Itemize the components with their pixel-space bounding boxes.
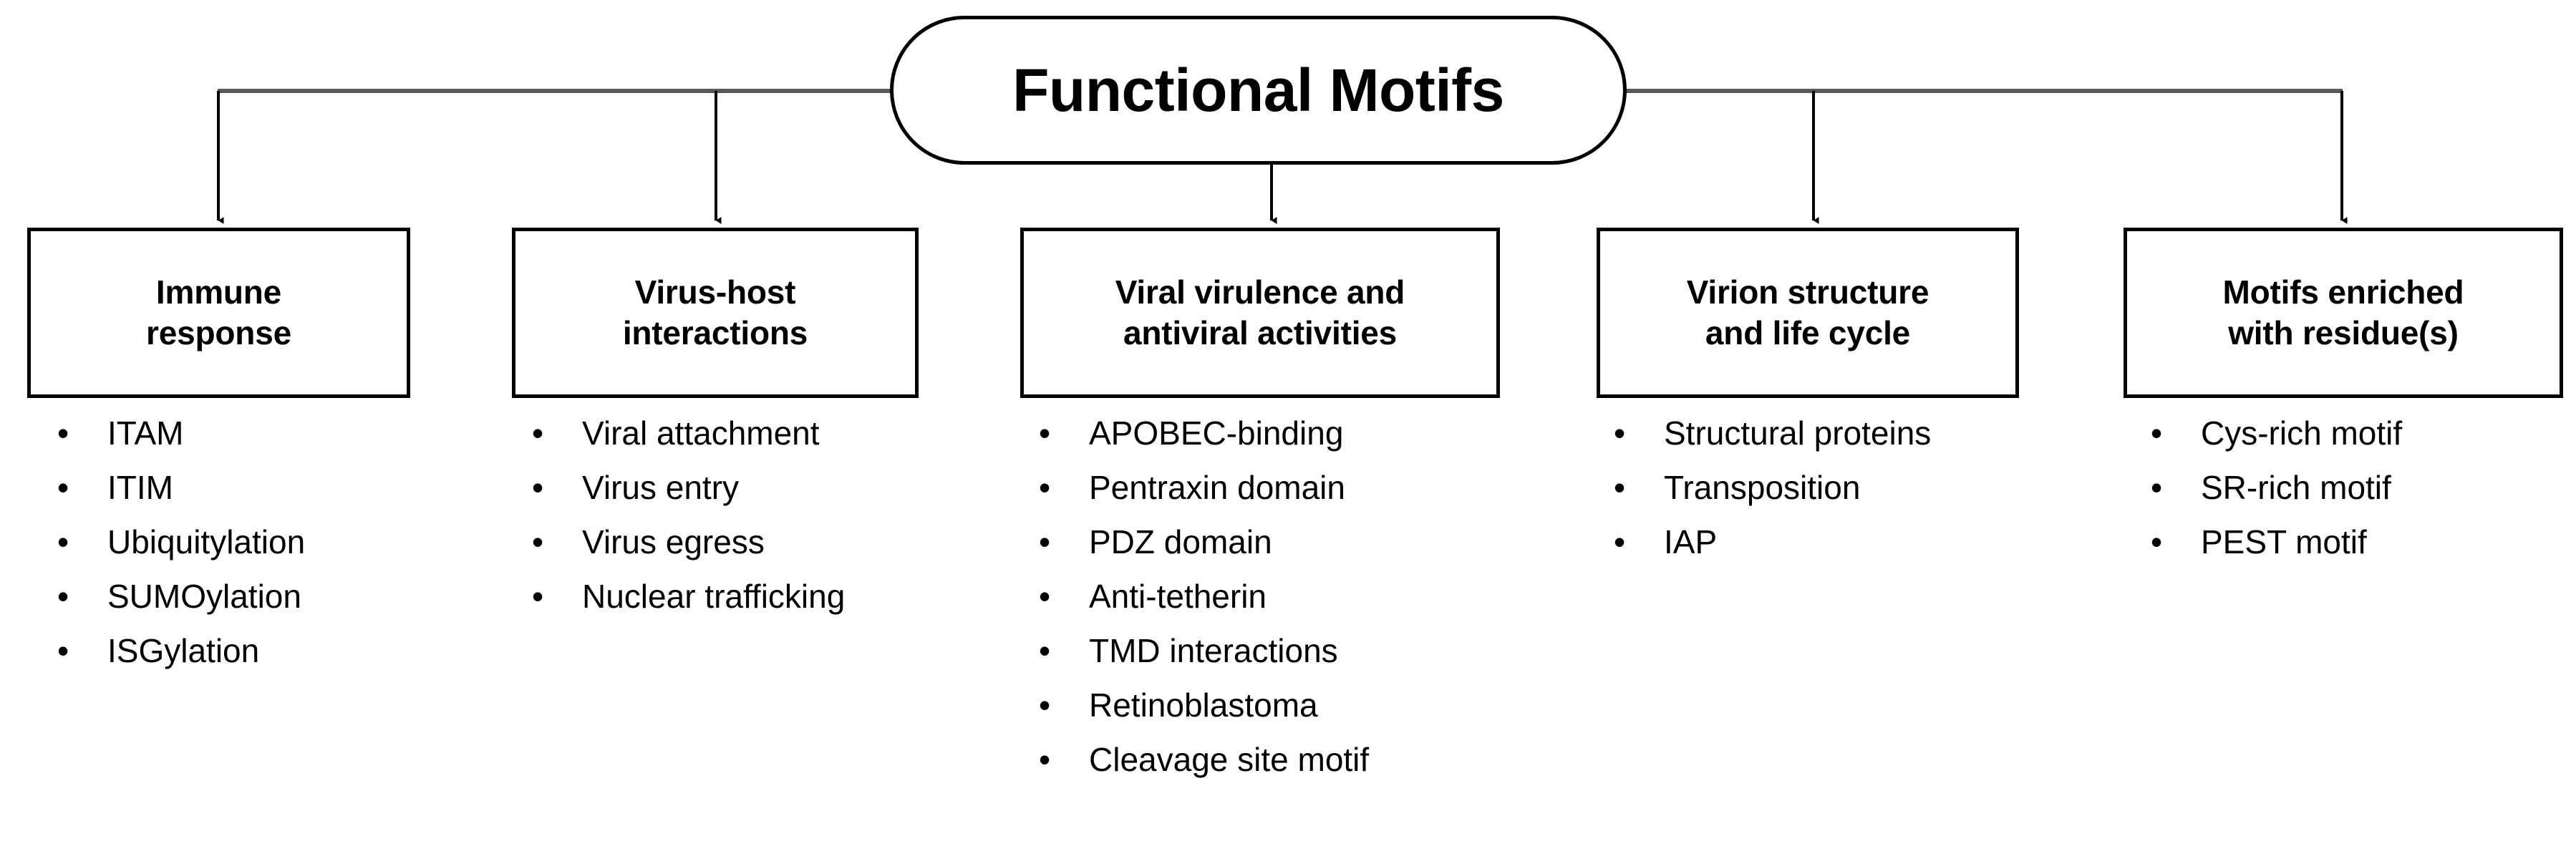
list-item[interactable]: • Anti-tetherin — [1039, 580, 1369, 634]
list-item[interactable]: • Cys-rich motif — [2151, 417, 2402, 471]
list-item-label: IAP — [1664, 523, 1718, 560]
list-item[interactable]: • APOBEC-binding — [1039, 417, 1369, 471]
list-item-label: Cleavage site motif — [1089, 741, 1370, 778]
list-item[interactable]: • Retinoblastoma — [1039, 689, 1369, 743]
list-item-label: Transposition — [1664, 469, 1861, 506]
bullet-list-motifs-enriched: • Cys-rich motif • SR-rich motif • PEST … — [2151, 417, 2402, 580]
bullet-icon: • — [1039, 469, 1051, 506]
category-title-virus-host-interactions: Virus-host interactions — [623, 272, 808, 354]
bullet-list-virus-host-interactions: • Viral attachment • Virus entry • Virus… — [532, 417, 845, 634]
bullet-icon: • — [1614, 414, 1626, 452]
list-item[interactable]: • ITIM — [57, 471, 305, 525]
list-item[interactable]: • ITAM — [57, 417, 305, 471]
list-item-label: Structural proteins — [1664, 414, 1932, 452]
list-item[interactable]: • Transposition — [1614, 471, 1931, 525]
category-box-motifs-enriched[interactable]: Motifs enriched with residue(s) — [2124, 228, 2563, 398]
list-item[interactable]: • Virus entry — [532, 471, 845, 525]
bullet-icon: • — [532, 469, 544, 506]
category-title-line1: Immune — [155, 273, 282, 311]
category-column-virus-host-interactions: Virus-host interactions • Viral attachme… — [512, 228, 919, 613]
list-item[interactable]: • Pentraxin domain — [1039, 471, 1369, 525]
bullet-icon: • — [532, 578, 544, 615]
bullet-icon: • — [532, 414, 544, 452]
list-item-label: Anti-tetherin — [1089, 578, 1267, 615]
bullet-icon: • — [532, 523, 544, 560]
list-item-label: Ubiquitylation — [107, 523, 306, 560]
list-item-label: TMD interactions — [1089, 632, 1338, 669]
list-item-label: Virus entry — [582, 469, 740, 506]
list-item[interactable]: • ISGylation — [57, 634, 305, 689]
list-item[interactable]: • IAP — [1614, 525, 1931, 580]
category-title-virion-structure: Virion structure and life cycle — [1687, 272, 1929, 354]
category-column-immune-response: Immune response • ITAM • ITIM • Ubiquity… — [27, 228, 410, 667]
list-item-label: APOBEC-binding — [1089, 414, 1344, 452]
category-title-line2: and life cycle — [1705, 314, 1911, 351]
list-item[interactable]: • SUMOylation — [57, 580, 305, 634]
bullet-icon: • — [1039, 741, 1051, 778]
category-box-virus-host-interactions[interactable]: Virus-host interactions — [512, 228, 919, 398]
list-item[interactable]: • Ubiquitylation — [57, 525, 305, 580]
list-item-label: Nuclear trafficking — [582, 578, 846, 615]
list-item-label: PDZ domain — [1089, 523, 1272, 560]
category-box-virion-structure[interactable]: Virion structure and life cycle — [1597, 228, 2019, 398]
list-item[interactable]: • PDZ domain — [1039, 525, 1369, 580]
bullet-icon: • — [1039, 523, 1051, 560]
list-item[interactable]: • SR-rich motif — [2151, 471, 2402, 525]
list-item-label: Virus egress — [582, 523, 765, 560]
category-column-viral-virulence: Viral virulence and antiviral activities… — [1020, 228, 1500, 776]
bullet-icon: • — [2151, 469, 2163, 506]
root-node[interactable]: Functional Motifs — [890, 16, 1627, 165]
category-column-virion-structure: Virion structure and life cycle • Struct… — [1597, 228, 2019, 558]
category-title-viral-virulence: Viral virulence and antiviral activities — [1115, 272, 1405, 354]
list-item-label: PEST motif — [2201, 523, 2367, 560]
bullet-icon: • — [1039, 414, 1051, 452]
bullet-icon: • — [57, 578, 69, 615]
list-item-label: Viral attachment — [582, 414, 820, 452]
category-title-line1: Virus-host — [634, 273, 796, 311]
bullet-icon: • — [1039, 632, 1051, 669]
category-title-immune-response: Immune response — [146, 272, 291, 354]
list-item[interactable]: • TMD interactions — [1039, 634, 1369, 689]
root-node-label: Functional Motifs — [1012, 57, 1504, 124]
bullet-list-immune-response: • ITAM • ITIM • Ubiquitylation • SUMOyla… — [57, 417, 305, 689]
bullet-icon: • — [57, 632, 69, 669]
list-item[interactable]: • Viral attachment — [532, 417, 845, 471]
list-item-label: SUMOylation — [107, 578, 301, 615]
list-item-label: Pentraxin domain — [1089, 469, 1345, 506]
bullet-icon: • — [57, 469, 69, 506]
category-title-line2: interactions — [622, 314, 808, 351]
list-item[interactable]: • PEST motif — [2151, 525, 2402, 580]
bullet-icon: • — [57, 414, 69, 452]
bullet-list-virion-structure: • Structural proteins • Transposition • … — [1614, 417, 1931, 580]
bullet-icon: • — [2151, 414, 2163, 452]
category-box-immune-response[interactable]: Immune response — [27, 228, 410, 398]
bullet-icon: • — [2151, 523, 2163, 560]
list-item-label: Retinoblastoma — [1089, 686, 1318, 724]
category-title-line1: Viral virulence and — [1115, 273, 1405, 311]
list-item-label: ITIM — [107, 469, 173, 506]
bullet-icon: • — [1039, 578, 1051, 615]
category-title-line1: Motifs enriched — [2222, 273, 2464, 311]
category-title-line2: antiviral activities — [1123, 314, 1398, 351]
category-title-line2: response — [146, 314, 291, 351]
list-item[interactable]: • Nuclear trafficking — [532, 580, 845, 634]
bullet-list-viral-virulence: • APOBEC-binding • Pentraxin domain • PD… — [1039, 417, 1369, 797]
list-item-label: SR-rich motif — [2201, 469, 2391, 506]
category-box-viral-virulence[interactable]: Viral virulence and antiviral activities — [1020, 228, 1500, 398]
category-title-motifs-enriched: Motifs enriched with residue(s) — [2223, 272, 2464, 354]
list-item[interactable]: • Cleavage site motif — [1039, 743, 1369, 797]
category-title-line1: Virion structure — [1686, 273, 1929, 311]
bullet-icon: • — [1614, 523, 1626, 560]
category-title-line2: with residue(s) — [2228, 314, 2459, 351]
bullet-icon: • — [1614, 469, 1626, 506]
bullet-icon: • — [57, 523, 69, 560]
list-item[interactable]: • Virus egress — [532, 525, 845, 580]
bullet-icon: • — [1039, 686, 1051, 724]
category-column-motifs-enriched: Motifs enriched with residue(s) • Cys-ri… — [2124, 228, 2563, 558]
list-item-label: ISGylation — [107, 632, 260, 669]
list-item-label: Cys-rich motif — [2201, 414, 2403, 452]
list-item-label: ITAM — [107, 414, 184, 452]
list-item[interactable]: • Structural proteins — [1614, 417, 1931, 471]
